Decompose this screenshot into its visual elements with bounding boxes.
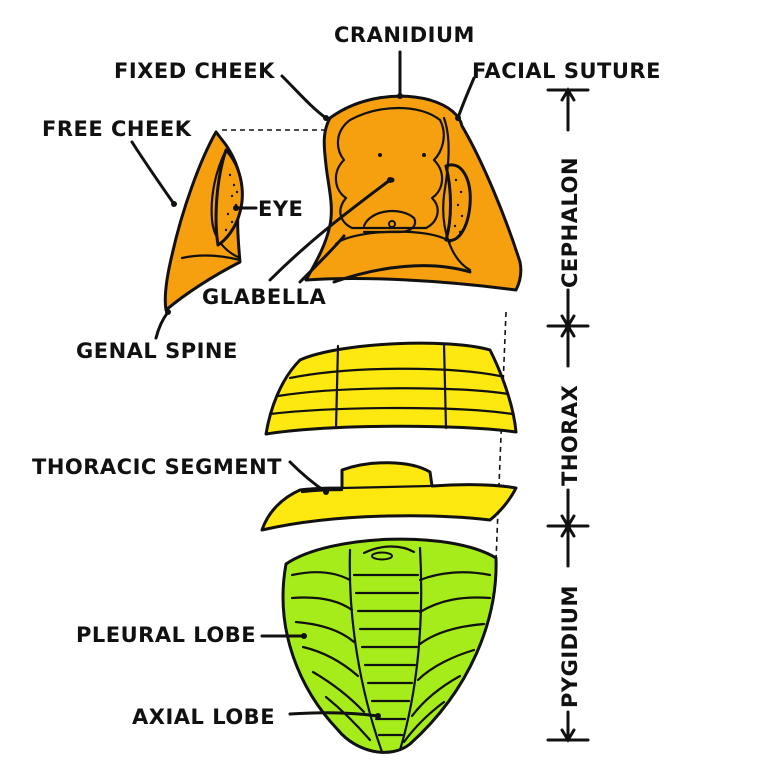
region-label-thorax: THORAX [558,385,582,486]
leader-free-cheek [130,140,176,206]
label-thoracic-segment: THORACIC SEGMENT [32,455,282,479]
leader-glabella-3 [332,264,472,284]
label-fixed-cheek: FIXED CHEEK [114,59,275,83]
leader-axial-lobe [288,711,380,718]
free-cheek-eye [214,148,244,247]
thorax-segments [264,341,518,436]
region-label-pygidium: PYGIDIUM [558,585,582,708]
leader-thoracic-segment [288,460,328,494]
label-axial-lobe: AXIAL LOBE [132,705,275,729]
label-eye: EYE [258,197,303,221]
label-free-cheek: FREE CHEEK [42,117,192,141]
region-scale [546,87,590,743]
cranidium [304,94,523,292]
thoracic-segment [260,461,518,532]
region-label-cephalon: CEPHALON [558,157,582,288]
label-genal-spine: GENAL SPINE [76,339,238,363]
label-facial-suture: FACIAL SUTURE [472,59,661,83]
leader-genal-spine [154,310,170,340]
label-pleural-lobe: PLEURAL LOBE [76,623,256,647]
label-glabella: GLABELLA [202,285,326,309]
leader-glabella-2 [298,234,346,284]
leader-fixed-cheek [280,74,328,120]
connector-line-side [495,311,507,561]
label-cranidium: CRANIDIUM [334,23,475,47]
leader-glabella-1 [268,178,392,282]
leader-facial-suture [456,76,476,120]
pygidium [281,537,498,754]
